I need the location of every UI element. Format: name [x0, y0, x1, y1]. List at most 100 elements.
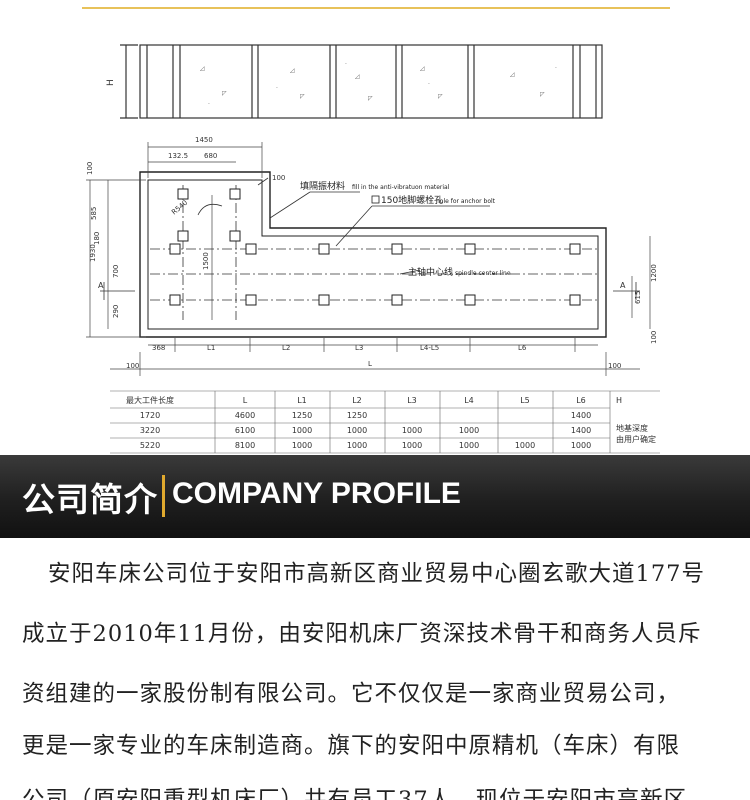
dim-1930: 1930	[89, 244, 97, 262]
svg-text:.: .	[345, 59, 347, 66]
table-header: 最大工件长度	[126, 395, 174, 405]
dim-1450: 1450	[195, 136, 213, 144]
table-cell: 1000	[402, 441, 422, 450]
svg-text:.: .	[555, 63, 557, 70]
dim-615: 615	[634, 291, 642, 304]
svg-text:.: .	[428, 79, 430, 86]
table-cell: 1000	[347, 426, 367, 435]
section-a-left: A	[98, 281, 104, 290]
total-length-label: L	[368, 360, 372, 368]
segment-l4-l5: L4-L5	[420, 344, 439, 352]
spindle-label-cn: 主轴中心线	[408, 266, 453, 278]
table-cell: 1000	[292, 441, 312, 450]
svg-text:◿: ◿	[290, 67, 295, 74]
dim-100-bottom-left: 100	[126, 362, 139, 370]
h-note-line-1: 地基深度	[616, 423, 648, 433]
table-cell: 8100	[235, 441, 255, 450]
fill-material-label-cn: 填隔振材料	[300, 180, 345, 192]
table-cell: 1250	[292, 411, 312, 420]
anchor-hole-label-cn: 150地脚螺栓孔	[381, 194, 443, 206]
table-cell: 1250	[347, 411, 367, 420]
h-note-line-2: 由用户确定	[616, 434, 656, 444]
intro-line: 更是一家专业的车床制造商。旗下的安阳中原精机（车床）有限	[22, 733, 681, 759]
anchor-bolt-holes	[169, 188, 581, 306]
table-header: L4	[464, 396, 474, 405]
concrete-hatch: ◿ ◸. ◿ ◸. ◿ ◸. ◿ ◸. ◿ ◸.	[200, 59, 557, 106]
foundation-drawing: ◿ ◸. ◿ ◸. ◿ ◸. ◿ ◸. ◿ ◸. H	[86, 44, 660, 454]
h-dimension-label: H	[106, 79, 116, 86]
banner-divider	[162, 475, 165, 517]
table-cell: 1000	[571, 441, 591, 450]
dim-368: 368	[152, 344, 165, 352]
dim-100-bottom-right: 100	[608, 362, 621, 370]
table-cell: 1400	[571, 411, 591, 420]
dim-680: 680	[204, 152, 217, 160]
segment-l1: L1	[207, 344, 215, 352]
svg-text:◸: ◸	[300, 93, 305, 100]
dimension-lines	[86, 142, 651, 376]
table-cell: 6100	[235, 426, 255, 435]
svg-text:.: .	[276, 83, 278, 90]
table-cell: 4600	[235, 411, 255, 420]
dim-radius: R540	[170, 199, 189, 217]
dim-1500: 1500	[202, 252, 210, 270]
svg-text:◿: ◿	[510, 71, 515, 78]
company-profile-banner: 公司简介 COMPANY PROFILE	[0, 455, 750, 538]
fill-material-label-en: fill in the anti-vibratuon material	[352, 184, 450, 191]
table-header: L5	[520, 396, 530, 405]
table-cell: 1000	[515, 441, 535, 450]
table-header: L3	[407, 396, 417, 405]
dim-1200: 1200	[650, 264, 658, 282]
table-header: L6	[576, 396, 586, 405]
table-cell: 3220	[140, 426, 160, 435]
callout-leaders	[100, 177, 640, 300]
svg-text:◸: ◸	[222, 90, 227, 97]
table-cell: 1000	[459, 441, 479, 450]
spec-table-grid	[110, 390, 660, 454]
side-elevation	[120, 44, 603, 119]
table-cell: 5220	[140, 441, 160, 450]
intro-line: 资组建的一家股份制有限公司。它不仅仅是一家商业贸易公司，	[22, 681, 681, 707]
dim-100-left: 100	[86, 162, 94, 175]
table-cell: 1000	[292, 426, 312, 435]
dim-100-right: 100	[650, 331, 658, 344]
dim-700: 700	[112, 265, 120, 278]
segment-l6: L6	[518, 344, 527, 352]
segment-l3: L3	[355, 344, 363, 352]
anchor-hole-label-en: hole for anchor bolt	[436, 198, 496, 205]
hole-symbol-icon	[371, 195, 380, 204]
spindle-center-line	[150, 185, 600, 320]
dim-290: 290	[112, 305, 120, 318]
divider-line	[82, 7, 670, 9]
table-cell: 1000	[347, 441, 367, 450]
table-header: L2	[352, 396, 362, 405]
banner-title-cn: 公司简介	[22, 480, 158, 519]
table-cell: 1000	[402, 426, 422, 435]
spec-table: 最大工件长度 L L1 L2 L3 L4 L5 L6 H 1720 4600 1…	[126, 395, 656, 450]
section-a-right: A	[620, 281, 626, 290]
intro-line: 公司（原安阳重型机床厂）共有员工37人，现位于安阳市高新区	[22, 787, 688, 800]
svg-text:◸: ◸	[368, 95, 373, 102]
intro-line: 成立于2010年11月份，由安阳机床厂资深技术骨干和商务人员斥	[22, 621, 702, 647]
segment-l2: L2	[282, 344, 290, 352]
foundation-drawing-section: ◿ ◸. ◿ ◸. ◿ ◸. ◿ ◸. ◿ ◸. H	[82, 7, 670, 454]
svg-text:.: .	[208, 99, 210, 106]
spindle-label-en: spindle center line	[455, 270, 511, 277]
svg-text:◿: ◿	[200, 65, 205, 72]
dim-585: 585	[90, 207, 98, 220]
svg-text:◸: ◸	[438, 93, 443, 100]
company-intro: 安阳车床公司位于安阳市高新区商业贸易中心圈玄歌大道177号 成立于2010年11…	[0, 538, 750, 800]
svg-text:◿: ◿	[420, 65, 425, 72]
table-header: L	[243, 396, 248, 405]
dim-100-top: 100	[272, 174, 285, 182]
table-cell: 1720	[140, 411, 160, 420]
dim-180: 180	[93, 232, 101, 245]
table-header: L1	[297, 396, 307, 405]
svg-text:◸: ◸	[540, 91, 545, 98]
banner-title-en: COMPANY PROFILE	[172, 477, 461, 510]
table-cell: 1000	[459, 426, 479, 435]
table-cell: 1400	[571, 426, 591, 435]
table-header: H	[616, 396, 622, 405]
intro-line: 安阳车床公司位于安阳市高新区商业贸易中心圈玄歌大道177号	[48, 561, 705, 587]
svg-text:◿: ◿	[355, 73, 360, 80]
